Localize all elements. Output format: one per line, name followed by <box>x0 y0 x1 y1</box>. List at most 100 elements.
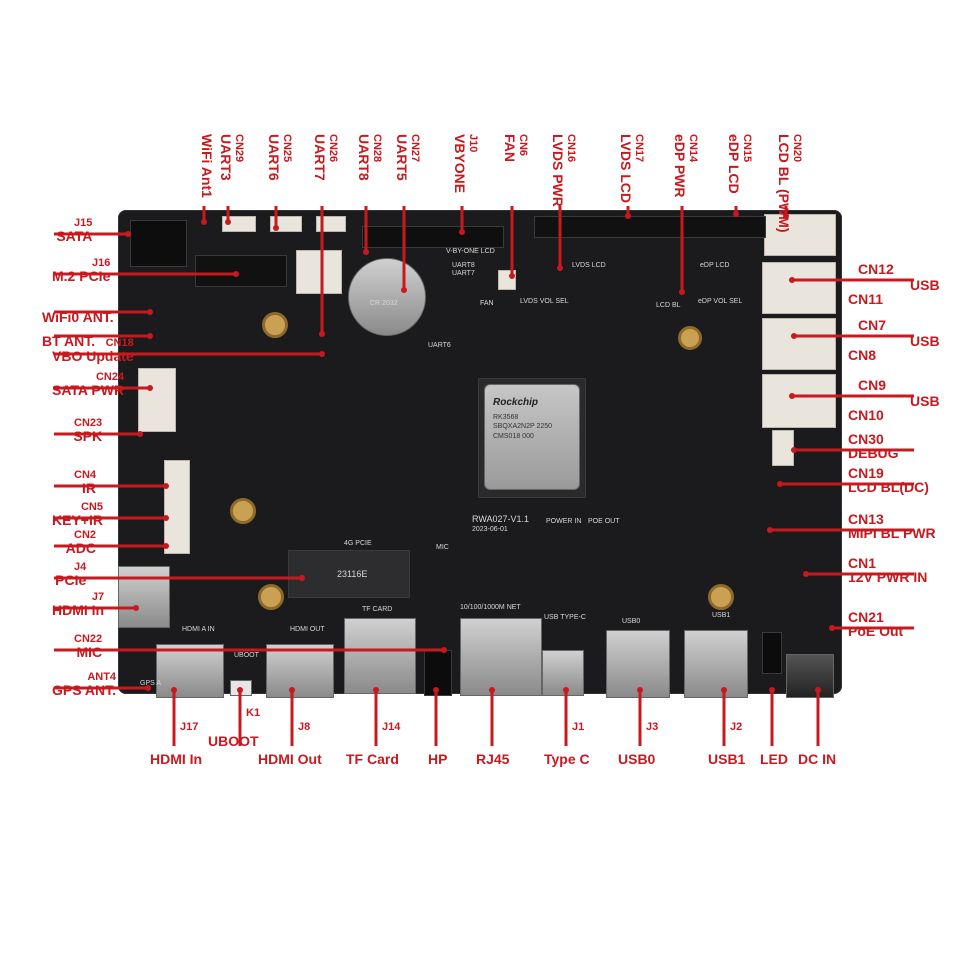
sata-pwr-spk-connectors <box>138 368 176 432</box>
mount-hole <box>230 498 256 524</box>
right-label-cn11: CN11 <box>848 292 883 306</box>
top-cn29-pointer-dot <box>225 219 231 225</box>
ir-key-adc-connectors <box>164 460 190 554</box>
label-name: UART6 <box>266 134 282 181</box>
top-cn14-pointer-dot <box>679 289 685 295</box>
usb1-silk: USB1 <box>712 612 731 619</box>
label-name: eDP LCD <box>726 134 742 194</box>
bottom-k1-pointer-dot <box>237 687 243 693</box>
label-name: PCIe <box>55 572 87 588</box>
tf-card-silk: TF CARD <box>362 606 393 613</box>
uboot-silk: UBOOT <box>234 652 259 659</box>
gps-silk: GPS A <box>140 680 162 687</box>
label-name: MIPI BL PWR <box>848 525 936 541</box>
top-j10-pointer-dot <box>459 229 465 235</box>
label-code: J10 <box>467 134 479 153</box>
board-date: 2023-06-01 <box>472 526 508 533</box>
led-component <box>762 632 782 674</box>
label-code: CN13 <box>848 511 884 527</box>
label-code: CN9 <box>858 377 887 393</box>
left-label-wifi0-ant: WiFi0 ANT. <box>42 310 114 324</box>
right-cn12-pointer-dot <box>789 277 795 283</box>
bottom-label-code: K1 <box>246 707 261 719</box>
usb1-port <box>684 630 748 698</box>
label-name: KEY+IR <box>52 512 103 528</box>
uart8-uart7-connectors <box>296 250 342 294</box>
vbyone-connector <box>362 226 504 248</box>
bottom-j8-pointer-dot <box>289 687 295 693</box>
label-name: VBYONE <box>452 134 468 194</box>
label-name: USB <box>910 393 940 409</box>
label-code: J15 <box>74 217 93 229</box>
left-cn18-pointer-dot <box>319 351 325 357</box>
label-code: CN23 <box>74 417 103 429</box>
left-ant4-pointer-dot <box>145 685 151 691</box>
right-label-cn8: CN8 <box>848 348 876 362</box>
top-cn6-pointer-dot <box>509 273 515 279</box>
cn12-cn11-connectors <box>762 262 836 314</box>
right-cn9-pointer-dot <box>789 393 795 399</box>
hdmi-out-silk: HDMI OUT <box>290 626 325 633</box>
label-name: USB <box>910 333 940 349</box>
left-j16-pointer-dot <box>233 271 239 277</box>
hdmi-a-in-silk: HDMI A IN <box>182 626 215 633</box>
bottom-led-pointer-dot <box>769 687 775 693</box>
label-name: UART3 <box>218 134 234 181</box>
left-cn22-pointer-dot <box>441 647 447 653</box>
bottom-label-usb1: USB1 <box>708 751 746 767</box>
top-cn16-pointer-dot <box>557 265 563 271</box>
bottom-j2-pointer-dot <box>721 687 727 693</box>
left-j15-pointer-dot <box>125 231 131 237</box>
rj45-port <box>460 618 542 696</box>
usb0-port <box>606 630 670 698</box>
type-c-silk: USB TYPE-C <box>544 614 586 621</box>
usb0-silk: USB0 <box>622 618 641 625</box>
right-cn19-pointer-dot <box>777 481 783 487</box>
type-c-port <box>542 650 584 696</box>
bottom-label-rj45: RJ45 <box>476 751 510 767</box>
right-cn13-pointer-dot <box>767 527 773 533</box>
label-name: UART7 <box>312 134 328 181</box>
top-wifi-ant1-pointer-dot <box>201 219 207 225</box>
label-code: CN26 <box>327 134 339 163</box>
label-name: FAN <box>502 134 518 162</box>
bottom-label-code: J8 <box>298 721 311 733</box>
left-j7-pointer-dot <box>133 605 139 611</box>
bottom-label-type-c: Type C <box>544 751 590 767</box>
label-name: DEBUG <box>848 445 899 461</box>
label-name: ADC <box>65 540 97 556</box>
label-name: UART5 <box>394 134 410 181</box>
right-label-cn10: CN10 <box>848 408 884 422</box>
net-silk: 10/100/1000M NET <box>460 604 521 611</box>
label-code: CN7 <box>858 317 887 333</box>
label-code: ANT4 <box>87 671 117 683</box>
left-wifi0-ant-pointer-dot <box>147 309 153 315</box>
uart8-silk: UART8 <box>452 262 475 269</box>
left-bt-ant-pointer-dot <box>147 333 153 339</box>
label-code: J7 <box>91 591 105 603</box>
label-code: CN29 <box>233 134 245 163</box>
top-cn28-pointer-dot <box>363 249 369 255</box>
top-cn15-pointer-dot <box>733 211 739 217</box>
edp-vol-sel-silk: eDP VOL SEL <box>698 298 743 305</box>
bottom-j17-pointer-dot <box>171 687 177 693</box>
soc-marking-line: SBQXA2N2P 2250 <box>493 423 553 431</box>
top-cn17-pointer-dot <box>625 213 631 219</box>
label-code: CN15 <box>741 134 753 163</box>
pcie-slot: 23116E <box>288 550 410 598</box>
battery-silk: CR 2032 <box>370 300 398 307</box>
left-cn4-pointer-dot <box>163 483 169 489</box>
